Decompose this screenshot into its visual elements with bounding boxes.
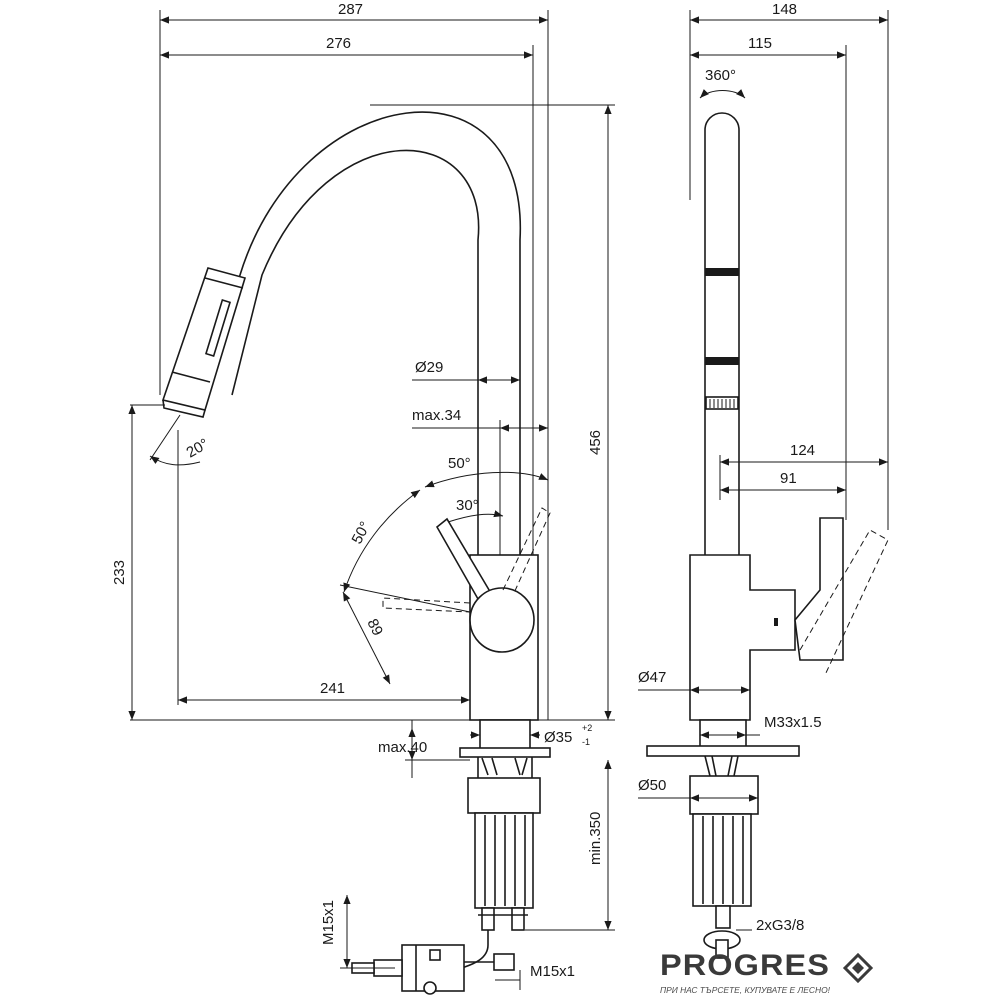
spray-head xyxy=(161,267,247,418)
dim-spout-depth: 115 xyxy=(748,35,772,52)
side-spray-band-2 xyxy=(705,357,739,365)
dim-hose-thread-horizontal: M15x1 xyxy=(530,963,575,980)
watermark-diamond-icon xyxy=(842,952,874,984)
side-spray-band-1 xyxy=(705,268,739,276)
side-dimension-lines xyxy=(638,16,888,931)
dim-outlet-reach: 241 xyxy=(320,680,345,697)
side-indicator-mark xyxy=(774,618,778,626)
mixer-lever xyxy=(435,517,535,653)
side-extension-lines xyxy=(689,10,889,530)
watermark-slogan: ПРИ НАС ТЪРСЕТЕ, КУПУВАТЕ Е ЛЕСНО! xyxy=(660,985,831,995)
front-base-fixing xyxy=(459,719,551,931)
dim-hose-length: min.350 xyxy=(587,812,604,865)
front-dimension-lines xyxy=(128,16,612,990)
dim-hose-thread-vertical: M15x1 xyxy=(320,900,337,945)
gooseneck-spout xyxy=(199,111,521,555)
hose-connector xyxy=(351,930,515,995)
angle-spray: 20° xyxy=(184,435,212,461)
dim-body-diameter: Ø35 xyxy=(544,729,572,746)
dim-lever-base: 91 xyxy=(780,470,797,487)
side-dimension-labels: 148 115 360° 124 91 Ø47 M33x1.5 Ø50 2xG3… xyxy=(638,1,822,934)
dim-lever-reach: 124 xyxy=(790,442,815,459)
dim-body-tol-upper: +2 xyxy=(582,723,592,733)
dim-connections: 2xG3/8 xyxy=(756,917,804,934)
front-view: 287 276 456 233 241 Ø29 max.34 Ø35 +2 -1… xyxy=(111,1,615,995)
dim-spout-reach: 276 xyxy=(326,35,351,52)
dim-height: 456 xyxy=(587,430,604,455)
dim-lever-length: 89 xyxy=(363,616,386,639)
dim-base-diameter: Ø47 xyxy=(638,669,666,686)
side-view: 148 115 360° 124 91 Ø47 M33x1.5 Ø50 2xG3… xyxy=(638,1,889,959)
angle-lever-mid: 30° xyxy=(456,497,479,514)
front-extension-lines xyxy=(130,10,615,931)
angle-lever-lower: 50° xyxy=(349,519,375,547)
dim-rotation: 360° xyxy=(705,67,736,84)
dim-body-tol-lower: -1 xyxy=(582,737,590,747)
side-lever-alt xyxy=(799,529,889,676)
dim-overall-depth: 148 xyxy=(772,1,797,18)
dim-deck-thickness: max.40 xyxy=(378,739,427,756)
side-mixer-body xyxy=(689,554,796,721)
dim-flange-diameter: Ø50 xyxy=(638,777,666,794)
watermark-brand: PROGRES xyxy=(660,949,830,982)
rotation-arrow xyxy=(699,89,746,99)
dim-spout-diameter: Ø29 xyxy=(415,359,443,376)
dim-thread: M33x1.5 xyxy=(764,714,822,731)
dim-spray-height: 233 xyxy=(111,560,128,585)
side-spray-nozzle xyxy=(705,396,739,410)
dim-overall-width: 287 xyxy=(338,1,363,18)
dim-lever-offset: max.34 xyxy=(412,407,461,424)
progres-watermark: PROGRES ПРИ НАС ТЪРСЕТЕ, КУПУВАТЕ Е ЛЕСН… xyxy=(660,949,874,995)
angle-lever-upper: 50° xyxy=(448,455,471,472)
side-lever xyxy=(794,517,844,661)
side-spout xyxy=(704,112,740,555)
